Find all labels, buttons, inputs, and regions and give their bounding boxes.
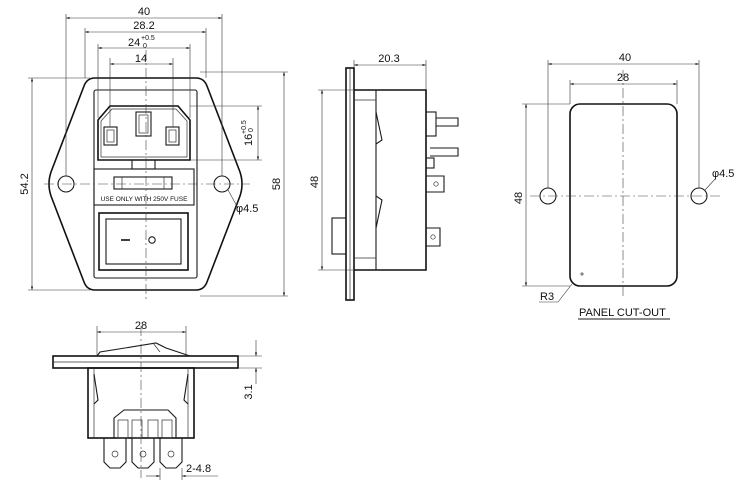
- rocker-switch-bezel: [98, 212, 189, 271]
- cutout-rectangle: [569, 103, 678, 287]
- bottom-connector: [113, 409, 177, 438]
- dim-inlet-h-tol-minus: 0: [248, 128, 255, 132]
- terminal-4: [426, 227, 441, 247]
- dim-bottom-width: 28: [135, 320, 147, 332]
- switch-on-mark: [148, 236, 156, 244]
- terminal-1: [436, 117, 459, 127]
- dim-inlet-tol-minus: 0: [143, 43, 147, 50]
- panel-cutout-caption: PANEL CUT-OUT: [579, 307, 666, 319]
- dim-front-width-overall: 40: [138, 6, 150, 18]
- panel-cutout-view: 40 28 48 φ4.5 R3 PANEL CUT-OUT: [513, 52, 734, 320]
- dim-inlet-h-tol-plus: +0.5: [241, 120, 248, 134]
- dim-side-depth: 20.3: [378, 53, 399, 65]
- dim-inlet-tol-plus: +0.5: [141, 35, 155, 42]
- dim-front-hole-dia: φ4.5: [236, 203, 258, 215]
- fuse-holder: [93, 168, 195, 206]
- front-flange-outline: [48, 77, 243, 291]
- dim-cutout-radius: R3: [540, 291, 554, 303]
- dim-hole-span: 54.2: [19, 173, 31, 194]
- fuse-label: USE ONLY WITH 250V FUSE: [101, 196, 188, 203]
- dim-cutout-height: 48: [513, 192, 525, 204]
- dim-cutout-width-overall: 40: [619, 52, 631, 64]
- dim-cutout-hole-dia: φ4.5: [712, 168, 734, 180]
- front-view: USE ONLY WITH 250V FUSE 40 28.2 24 +0.5 …: [19, 6, 288, 300]
- dim-inlet-width: 24: [128, 37, 140, 49]
- terminal-2: [430, 147, 459, 157]
- rocker-switch: [105, 218, 182, 265]
- side-view: 20.3 48: [309, 53, 459, 301]
- dim-pin-span: 14: [135, 53, 147, 65]
- dim-inlet-height: 16: [243, 134, 255, 146]
- side-body: [354, 89, 427, 271]
- front-body: [93, 89, 198, 279]
- dim-side-height: 48: [309, 176, 321, 188]
- bottom-rocker: [96, 342, 191, 357]
- fuse-cartridge: [113, 176, 173, 190]
- bottom-tab-1: [103, 438, 127, 469]
- inlet-pin-center: [135, 111, 152, 137]
- inlet-pin-right: [165, 126, 180, 146]
- dim-front-height: 58: [271, 178, 283, 190]
- dim-bottom-tab: 2-4.8: [186, 463, 211, 475]
- terminal-3: [426, 175, 445, 193]
- side-rocker: [331, 217, 347, 255]
- dim-bottom-flange: 3.1: [243, 384, 255, 399]
- inlet-pin-left: [103, 126, 118, 146]
- bottom-tab-2: [131, 438, 155, 469]
- dim-cutout-width: 28: [617, 72, 629, 84]
- bottom-view: 28 3.1 2-4.8: [52, 320, 262, 480]
- dim-front-width-body: 28.2: [133, 20, 154, 32]
- bottom-tab-3: [159, 438, 183, 469]
